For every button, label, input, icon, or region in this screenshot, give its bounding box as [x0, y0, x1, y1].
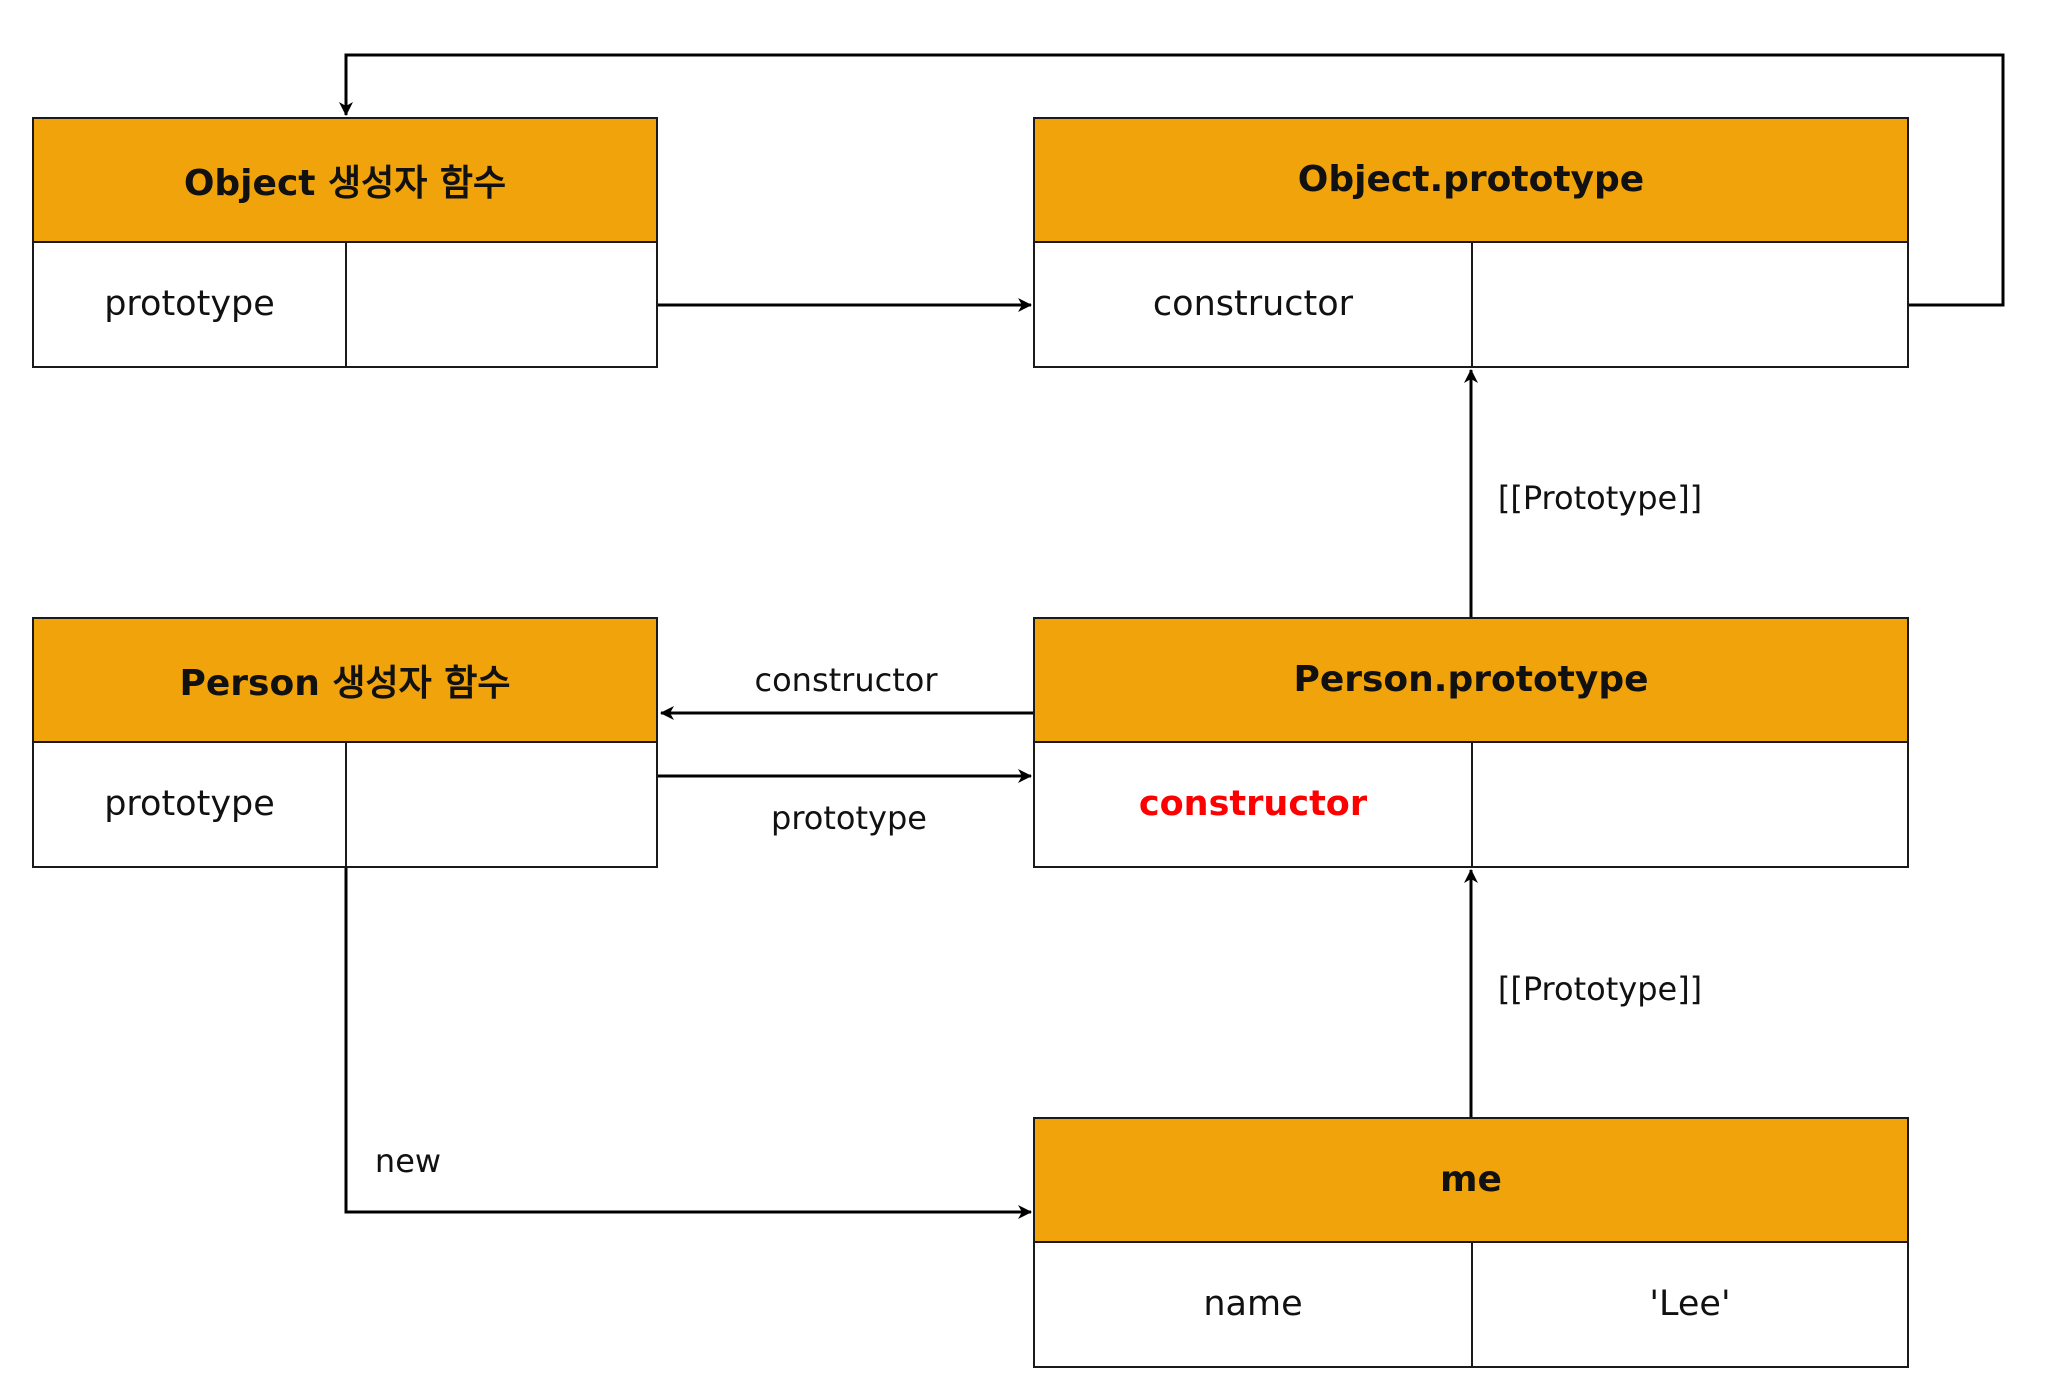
edge-label-person-ctor-new: new — [374, 1142, 442, 1180]
person-prototype-value — [1473, 743, 1907, 867]
person-prototype-title: Person.prototype — [1035, 619, 1907, 743]
object-prototype-key: constructor — [1035, 242, 1473, 366]
object-constructor-row: prototype — [34, 242, 656, 367]
object-constructor-value — [347, 243, 656, 367]
object-constructor-key: prototype — [34, 242, 347, 366]
object-constructor-node: Object 생성자 함수 prototype — [32, 117, 658, 368]
me-node: me name 'Lee' — [1033, 1117, 1909, 1368]
edge-label-person-proto-to-object-proto: [[Prototype]] — [1497, 479, 1703, 517]
person-prototype-key: constructor — [1035, 742, 1473, 866]
edge-person-ctor-new — [344, 868, 1032, 1219]
object-prototype-value — [1473, 243, 1907, 367]
person-constructor-row: prototype — [34, 742, 656, 867]
me-key: name — [1035, 1242, 1473, 1366]
person-constructor-value — [347, 743, 656, 867]
object-prototype-node: Object.prototype constructor — [1033, 117, 1909, 368]
edge-label-person-proto-constructor: constructor — [754, 661, 938, 699]
object-prototype-title: Object.prototype — [1035, 119, 1907, 243]
person-constructor-node: Person 생성자 함수 prototype — [32, 617, 658, 868]
me-title: me — [1035, 1119, 1907, 1243]
edge-object-proto-constructor — [339, 53, 2005, 307]
object-constructor-title: Object 생성자 함수 — [34, 119, 656, 243]
object-prototype-row: constructor — [1035, 242, 1907, 367]
me-value: 'Lee' — [1649, 1284, 1731, 1325]
me-row: name 'Lee' — [1035, 1242, 1907, 1366]
edge-label-person-ctor-prototype: prototype — [771, 799, 927, 837]
person-prototype-row: constructor — [1035, 742, 1907, 867]
person-constructor-key: prototype — [34, 742, 347, 866]
person-prototype-node: Person.prototype constructor — [1033, 617, 1909, 868]
edge-label-me-to-person-proto: [[Prototype]] — [1497, 970, 1703, 1008]
person-constructor-title: Person 생성자 함수 — [34, 619, 656, 743]
